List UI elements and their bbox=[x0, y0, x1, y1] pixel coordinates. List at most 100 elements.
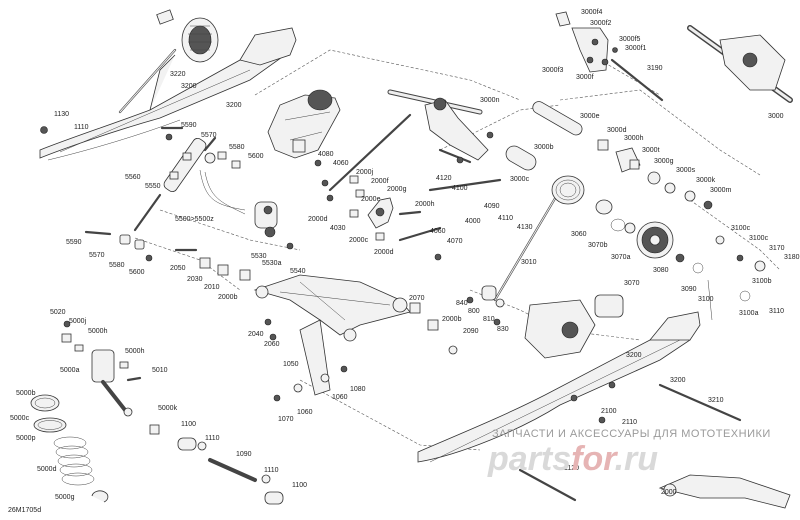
label: 4090 bbox=[484, 203, 500, 210]
label: 5530a bbox=[262, 260, 282, 267]
label: 2000d bbox=[308, 216, 328, 223]
label: 1060 bbox=[297, 409, 313, 416]
label: 3060 bbox=[571, 231, 587, 238]
label: 3080 bbox=[653, 267, 669, 274]
label: 3000t bbox=[642, 147, 660, 154]
label: 1110 bbox=[74, 124, 89, 131]
label: 3000g bbox=[654, 158, 674, 165]
label: 2000d bbox=[374, 249, 394, 256]
watermark: ЗАПЧАСТИ И АКСЕССУАРЫ ДЛЯ МОТОТЕХНИКИ pa… bbox=[487, 428, 770, 478]
label: 1110 bbox=[264, 467, 279, 474]
label: 3000k bbox=[696, 177, 716, 184]
label: 800 bbox=[468, 308, 480, 315]
label: 1130 bbox=[54, 111, 69, 118]
label: 3100a bbox=[739, 310, 759, 317]
label: 3000c bbox=[510, 176, 530, 183]
rear-rail-assembly bbox=[417, 311, 791, 509]
label: 5600 bbox=[248, 153, 264, 160]
label: 3070a bbox=[611, 254, 631, 261]
label: 5000g bbox=[55, 494, 75, 501]
label: 2070 bbox=[409, 295, 425, 302]
label: 2000f bbox=[371, 178, 389, 185]
label: 810 bbox=[483, 316, 495, 323]
label: 5000h bbox=[125, 348, 145, 355]
label: 2100 bbox=[601, 408, 617, 415]
label: 3010 bbox=[521, 259, 537, 266]
bracket-3000f bbox=[555, 11, 664, 102]
label: 3210 bbox=[708, 397, 724, 404]
rear-shaft-3000 bbox=[687, 25, 793, 103]
diagram-code: 26M1705d bbox=[8, 507, 41, 514]
label: 5000b bbox=[16, 390, 36, 397]
label: 1070 bbox=[278, 416, 294, 423]
label: 5590 bbox=[66, 239, 82, 246]
label: 3190 bbox=[647, 65, 663, 72]
label: 1090 bbox=[236, 451, 252, 458]
label: 3000b bbox=[534, 144, 554, 151]
center-bracket-assembly bbox=[267, 89, 341, 159]
rear-bushings bbox=[597, 139, 713, 210]
label: 2000b bbox=[442, 316, 462, 323]
label: 3220 bbox=[170, 71, 186, 78]
label: 3000f4 bbox=[581, 9, 603, 16]
rear-arm-2000b bbox=[174, 248, 458, 355]
label: 3090 bbox=[681, 286, 697, 293]
label: 3100c bbox=[749, 235, 769, 242]
label: 3000f1 bbox=[625, 45, 647, 52]
label: 3070 bbox=[624, 280, 640, 287]
label: 5540 bbox=[290, 268, 306, 275]
label: 3110 bbox=[769, 308, 784, 315]
label: 4100 bbox=[452, 185, 468, 192]
label: 1050 bbox=[283, 361, 299, 368]
label: 1110 bbox=[205, 435, 220, 442]
label: 3000s bbox=[676, 167, 696, 174]
watermark-logo: partsfor.ru bbox=[487, 440, 658, 478]
label: 5570 bbox=[201, 132, 217, 139]
label: 2000b bbox=[218, 294, 238, 301]
label: 3200 bbox=[181, 83, 197, 90]
label: 1080 bbox=[350, 386, 366, 393]
label: 5580 bbox=[229, 144, 245, 151]
shafts-1090 bbox=[177, 437, 284, 505]
label: 3200 bbox=[626, 352, 642, 359]
shock-absorber-5000 bbox=[30, 320, 160, 503]
idler-wheel-3070 bbox=[624, 221, 766, 321]
label: 5000j bbox=[69, 318, 87, 325]
label: 2000 bbox=[661, 489, 677, 496]
label: 3000f bbox=[576, 74, 594, 81]
label: 2040 bbox=[248, 331, 264, 338]
label: 5000c bbox=[10, 415, 30, 422]
label: 840 bbox=[456, 300, 468, 307]
label: 4030 bbox=[330, 225, 346, 232]
front-ski-assembly bbox=[39, 9, 297, 161]
label: 1120 bbox=[564, 465, 579, 472]
label: 5010 bbox=[152, 367, 168, 374]
label: 2030 bbox=[187, 276, 203, 283]
label: 2000j bbox=[356, 169, 374, 176]
label: 2010 bbox=[204, 284, 220, 291]
label: 5580 bbox=[109, 262, 125, 269]
torsion-spring bbox=[551, 175, 626, 232]
label: 4060 bbox=[333, 160, 349, 167]
label: 5500>5500z bbox=[175, 216, 214, 223]
label: 4060 bbox=[430, 228, 446, 235]
label: 2060 bbox=[264, 341, 280, 348]
label: 830 bbox=[497, 326, 509, 333]
label: 5570 bbox=[89, 252, 105, 259]
label: 3180 bbox=[784, 254, 800, 261]
label: 3000d bbox=[607, 127, 627, 134]
label: 3200 bbox=[670, 377, 686, 384]
label: 3200 bbox=[226, 102, 242, 109]
label: 5000d bbox=[37, 466, 57, 473]
label: 3170 bbox=[769, 245, 785, 252]
label: 3000m bbox=[710, 187, 732, 194]
label: 2110 bbox=[622, 419, 637, 426]
label: 3100b bbox=[752, 278, 772, 285]
label: 2050 bbox=[170, 265, 186, 272]
label: 5000h bbox=[88, 328, 108, 335]
label: 4130 bbox=[517, 224, 533, 231]
label: 4120 bbox=[436, 175, 452, 182]
label: 5560 bbox=[125, 174, 141, 181]
assembly-dashed-lines bbox=[134, 49, 781, 451]
label: 5000a bbox=[60, 367, 80, 374]
